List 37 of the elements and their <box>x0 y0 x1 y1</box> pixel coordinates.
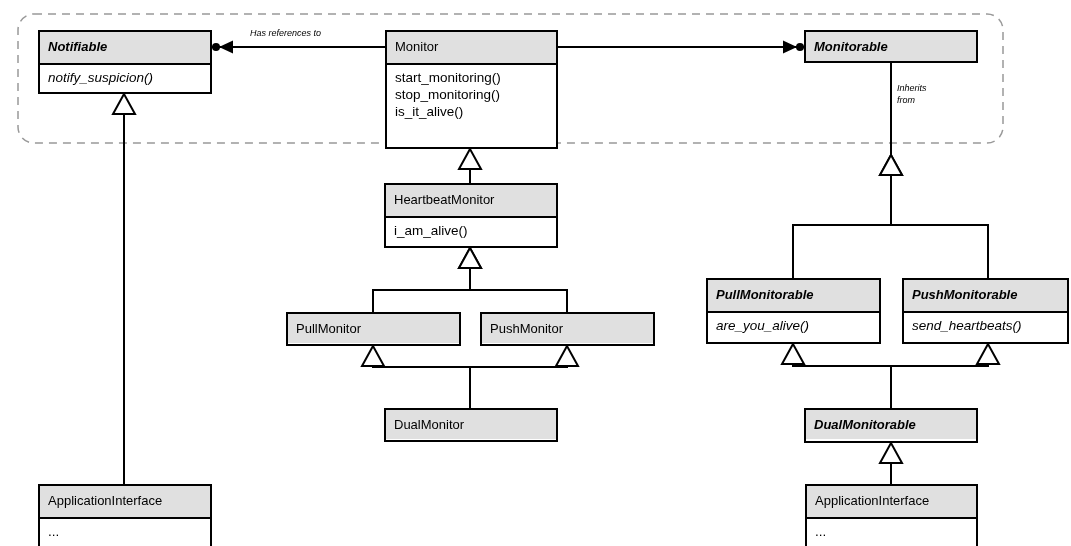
class-box <box>38 30 212 94</box>
class-name: DualMonitor <box>386 410 556 439</box>
class-name: PushMonitor <box>482 314 653 343</box>
class-member: notify_suspicion() <box>48 69 155 86</box>
class-box <box>805 484 978 546</box>
class-box <box>385 30 558 149</box>
class-member: ... <box>815 523 828 540</box>
class-name: HeartbeatMonitor <box>386 185 556 216</box>
class-member: start_monitoring() <box>395 69 502 86</box>
inheritance-arrow <box>112 93 136 485</box>
inheritance-arrow <box>458 247 568 313</box>
class-box <box>38 484 212 546</box>
inheritance-arrow <box>458 148 482 184</box>
inheritance-arrow <box>890 343 1000 409</box>
inheritance-arrow <box>879 62 989 279</box>
class-box <box>384 183 558 248</box>
association-arrow <box>557 40 805 54</box>
class-name: ApplicationInterface <box>40 486 210 517</box>
class-name: Monitor <box>387 32 556 63</box>
class-member: is_it_alive() <box>395 103 465 120</box>
class-box <box>902 278 1069 344</box>
class-name: Monitorable <box>806 32 976 61</box>
class-member: stop_monitoring() <box>395 86 502 103</box>
class-member: send_heartbeats() <box>912 317 1023 334</box>
inheritance-arrow <box>879 442 903 485</box>
class-name: PullMonitorable <box>708 280 879 311</box>
class-member: i_am_alive() <box>394 222 469 239</box>
class-member: are_you_alive() <box>716 317 811 334</box>
association-arrow <box>211 40 386 54</box>
class-box <box>706 278 881 344</box>
class-name: DualMonitorable <box>806 410 976 439</box>
class-member: ... <box>48 523 61 540</box>
class-name: PushMonitorable <box>904 280 1067 311</box>
inheritance-arrow <box>469 345 579 409</box>
class-name: Notifiable <box>40 32 210 63</box>
class-name: PullMonitor <box>288 314 459 343</box>
class-name: ApplicationInterface <box>807 486 976 517</box>
